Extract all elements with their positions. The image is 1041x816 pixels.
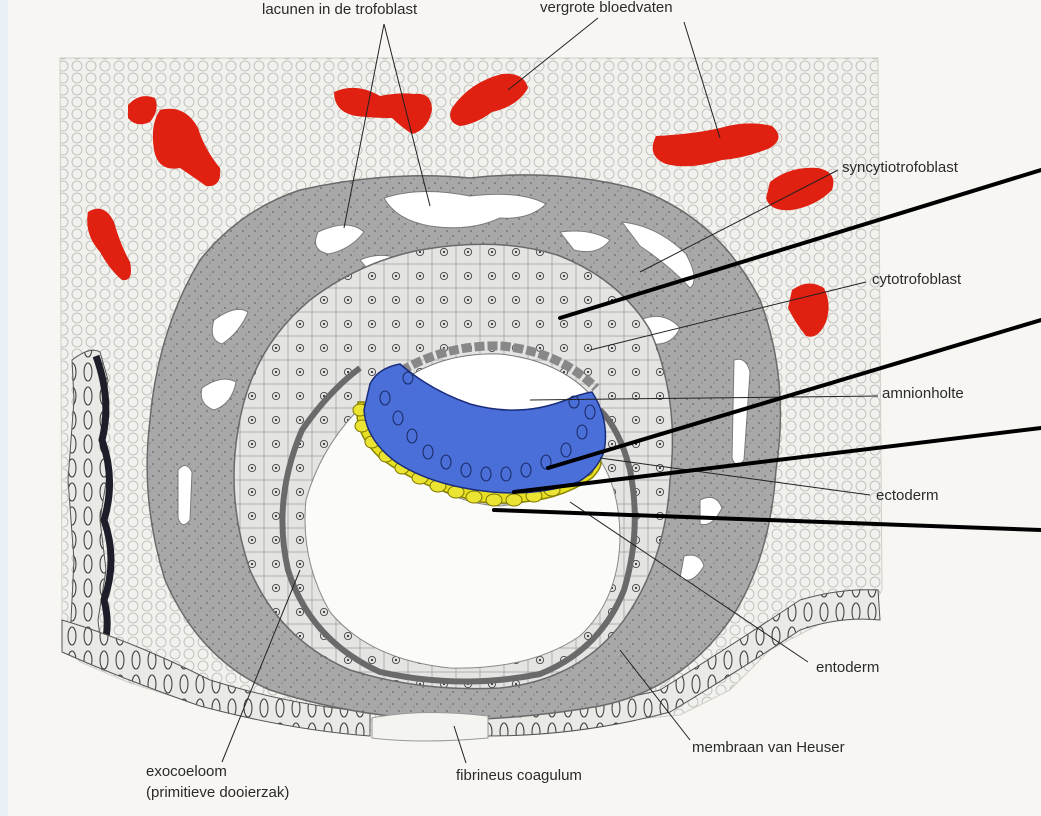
label-exocoelom: exocoeloom (146, 763, 227, 780)
label-primitive-yolk-sac: (primitieve dooierzak) (146, 784, 289, 801)
label-lacunae: lacunen in de trofoblast (262, 1, 418, 18)
label-heuser-membrane: membraan van Heuser (692, 739, 845, 756)
label-blood-vessels: vergrote bloedvaten (540, 0, 673, 16)
label-syncytiotrophoblast: syncytiotrofoblast (842, 159, 959, 176)
label-fibrin-coagulum: fibrineus coagulum (456, 767, 582, 784)
label-entoderm: entoderm (816, 659, 879, 676)
fibrin-coagulum-plug (372, 712, 488, 741)
label-amniotic-cavity: amnionholte (882, 385, 964, 402)
label-cytotrophoblast: cytotrofoblast (872, 271, 962, 288)
label-ectoderm: ectoderm (876, 487, 939, 504)
lacuna (178, 465, 192, 524)
